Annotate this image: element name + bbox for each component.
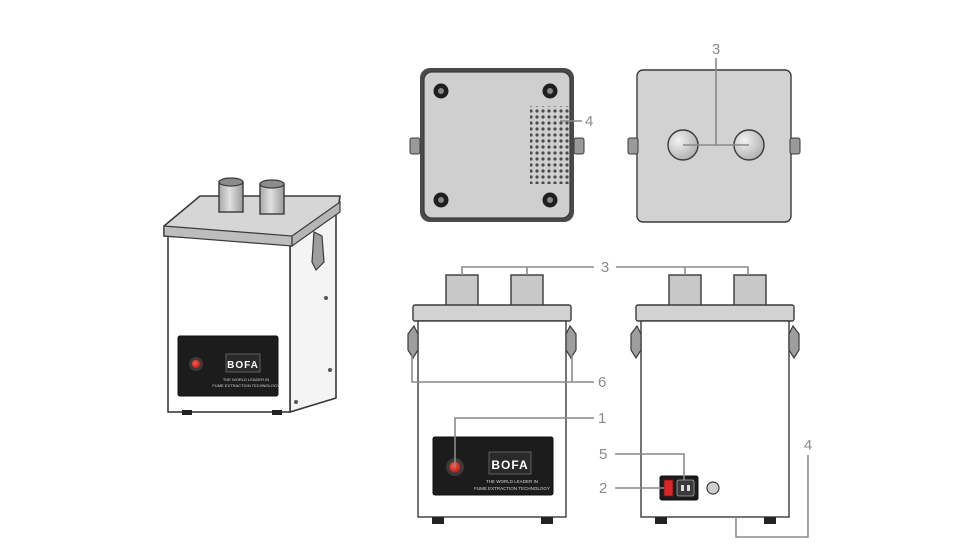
front-tagline-1: THE WORLD LEADER IN <box>486 479 538 484</box>
perspective-logo: BOFA <box>227 360 259 371</box>
perspective-view: BOFA THE WORLD LEADER IN FUME EXTRACTION… <box>163 177 341 415</box>
perspective-tagline-2: FUME EXTRACTION TECHNOLOGY <box>212 383 280 388</box>
callout-2: 2 <box>599 480 607 497</box>
callout-3-top-view: 3 <box>712 41 720 58</box>
callout-4-bottom-view: 4 <box>585 113 593 130</box>
callout-3-front: 3 <box>601 259 609 276</box>
perspective-tagline-1: THE WORLD LEADER IN <box>223 377 269 382</box>
top-view: 3 <box>627 41 801 223</box>
front-tagline-2: FUME EXTRACTION TECHNOLOGY <box>474 486 550 491</box>
callout-5: 5 <box>599 446 607 463</box>
front-logo: BOFA <box>491 458 528 472</box>
bottom-view: 4 <box>409 68 593 222</box>
rear-view: 5 2 4 <box>599 274 812 538</box>
callout-1: 1 <box>598 410 606 427</box>
callout-3-front-leaders: 3 <box>461 259 749 276</box>
callout-4-rear: 4 <box>804 437 812 454</box>
callout-6: 6 <box>598 374 606 391</box>
front-view: BOFA THE WORLD LEADER IN FUME EXTRACTION… <box>407 274 606 524</box>
